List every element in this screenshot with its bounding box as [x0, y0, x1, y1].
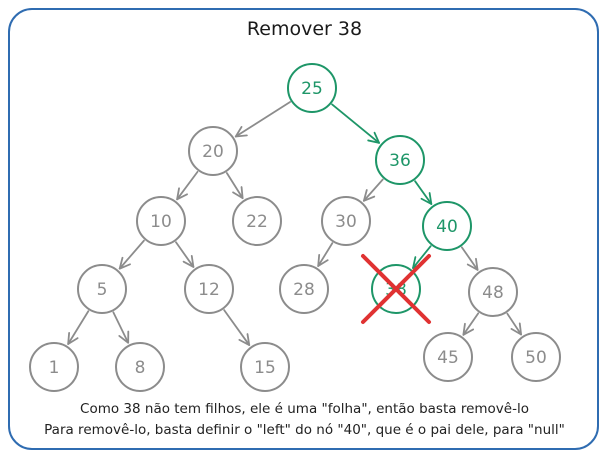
edge-12-to-15 — [223, 309, 251, 346]
node-label: 20 — [202, 142, 224, 162]
caption-line-2: Para removê-lo, basta definir o "left" d… — [44, 422, 565, 438]
tree-node-48: 48 — [468, 267, 518, 317]
tree-node-12: 12 — [184, 264, 234, 314]
tree-node-50: 50 — [511, 332, 561, 382]
node-label: 15 — [254, 358, 276, 378]
node-circle — [240, 342, 290, 392]
diagram-frame — [8, 8, 599, 450]
tree-node-20: 20 — [188, 126, 238, 176]
node-circle — [188, 126, 238, 176]
node-label: 28 — [293, 280, 315, 300]
remove-x-stroke — [361, 254, 431, 324]
tree-node-1: 1 — [29, 342, 79, 392]
node-label: 48 — [482, 283, 504, 303]
tree-node-40: 40 — [422, 201, 472, 251]
node-circle — [184, 264, 234, 314]
tree-node-30: 30 — [321, 196, 371, 246]
tree-node-22: 22 — [232, 196, 282, 246]
node-label: 8 — [135, 358, 146, 378]
tree-node-28: 28 — [279, 264, 329, 314]
edge-20-to-22 — [225, 172, 244, 200]
node-label: 12 — [198, 280, 220, 300]
tree-node-25: 25 — [287, 63, 337, 113]
remove-x-mark — [361, 254, 431, 324]
node-label: 40 — [436, 217, 458, 237]
edge-20-to-10 — [176, 170, 199, 201]
tree-node-45: 45 — [423, 332, 473, 382]
node-circle — [422, 201, 472, 251]
caption-line-1: Como 38 não tem filhos, ele é uma "folha… — [80, 401, 529, 417]
node-circle — [279, 264, 329, 314]
node-circle — [136, 196, 186, 246]
node-label: 22 — [246, 212, 268, 232]
node-label: 5 — [97, 280, 108, 300]
edge-36-to-40 — [414, 180, 433, 205]
tree-node-10: 10 — [136, 196, 186, 246]
node-circle — [287, 63, 337, 113]
edge-5-to-8 — [112, 311, 130, 344]
edge-30-to-28 — [317, 242, 334, 267]
node-label: 25 — [301, 79, 323, 99]
edge-10-to-12 — [175, 241, 195, 268]
diagram-title: Remover 38 — [246, 18, 363, 40]
node-label: 30 — [335, 212, 357, 232]
tree-node-5: 5 — [77, 264, 127, 314]
edge-25-to-36 — [331, 103, 381, 144]
node-circle — [423, 332, 473, 382]
node-circle — [232, 196, 282, 246]
node-circle — [321, 196, 371, 246]
node-circle — [468, 267, 518, 317]
node-circle — [77, 264, 127, 314]
edge-25-to-20 — [234, 101, 291, 138]
tree-node-8: 8 — [115, 342, 165, 392]
node-label: 45 — [437, 348, 459, 368]
edge-40-to-48 — [460, 246, 479, 271]
node-circle — [115, 342, 165, 392]
node-circle — [511, 332, 561, 382]
node-label: 36 — [389, 151, 411, 171]
node-label: 1 — [49, 358, 60, 378]
edge-5-to-1 — [67, 310, 90, 345]
tree-node-15: 15 — [240, 342, 290, 392]
edge-36-to-30 — [362, 178, 384, 202]
edge-48-to-45 — [462, 312, 480, 336]
node-circle — [29, 342, 79, 392]
tree-node-36: 36 — [375, 135, 425, 185]
edge-40-to-38 — [412, 245, 432, 269]
node-label: 50 — [525, 348, 547, 368]
edge-10-to-5 — [118, 239, 145, 270]
edge-48-to-50 — [506, 312, 523, 336]
node-label: 10 — [150, 212, 172, 232]
node-circle — [375, 135, 425, 185]
